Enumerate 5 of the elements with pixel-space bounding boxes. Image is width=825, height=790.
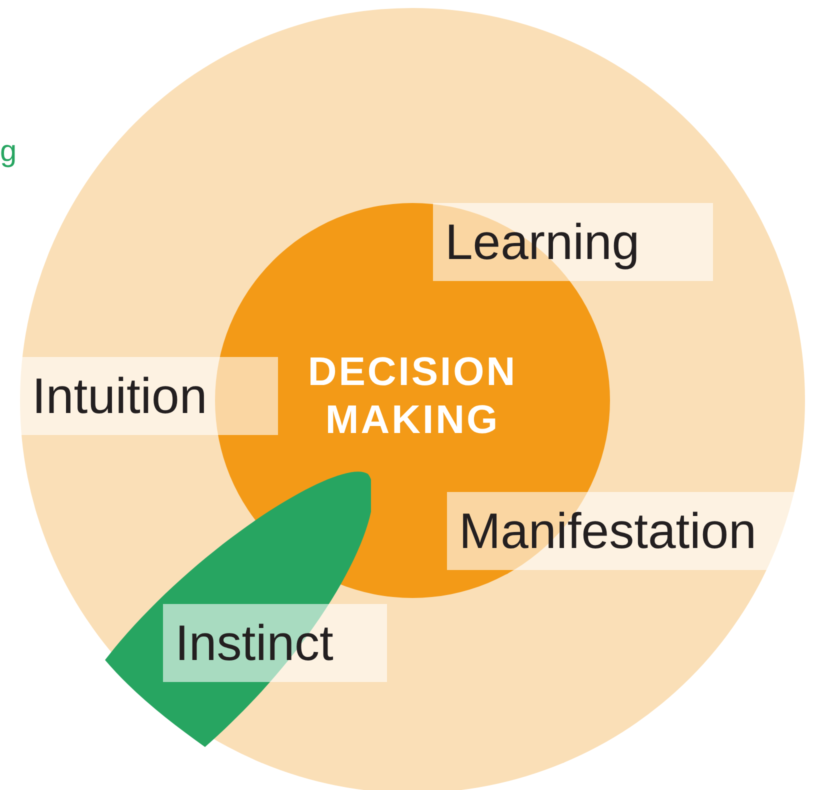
label-box: Learning <box>433 203 713 281</box>
center-title: DECISION MAKING <box>306 348 518 444</box>
cut-off-text: g <box>0 135 17 169</box>
label-box: Intuition <box>20 357 278 435</box>
label-box: Instinct <box>163 604 387 682</box>
